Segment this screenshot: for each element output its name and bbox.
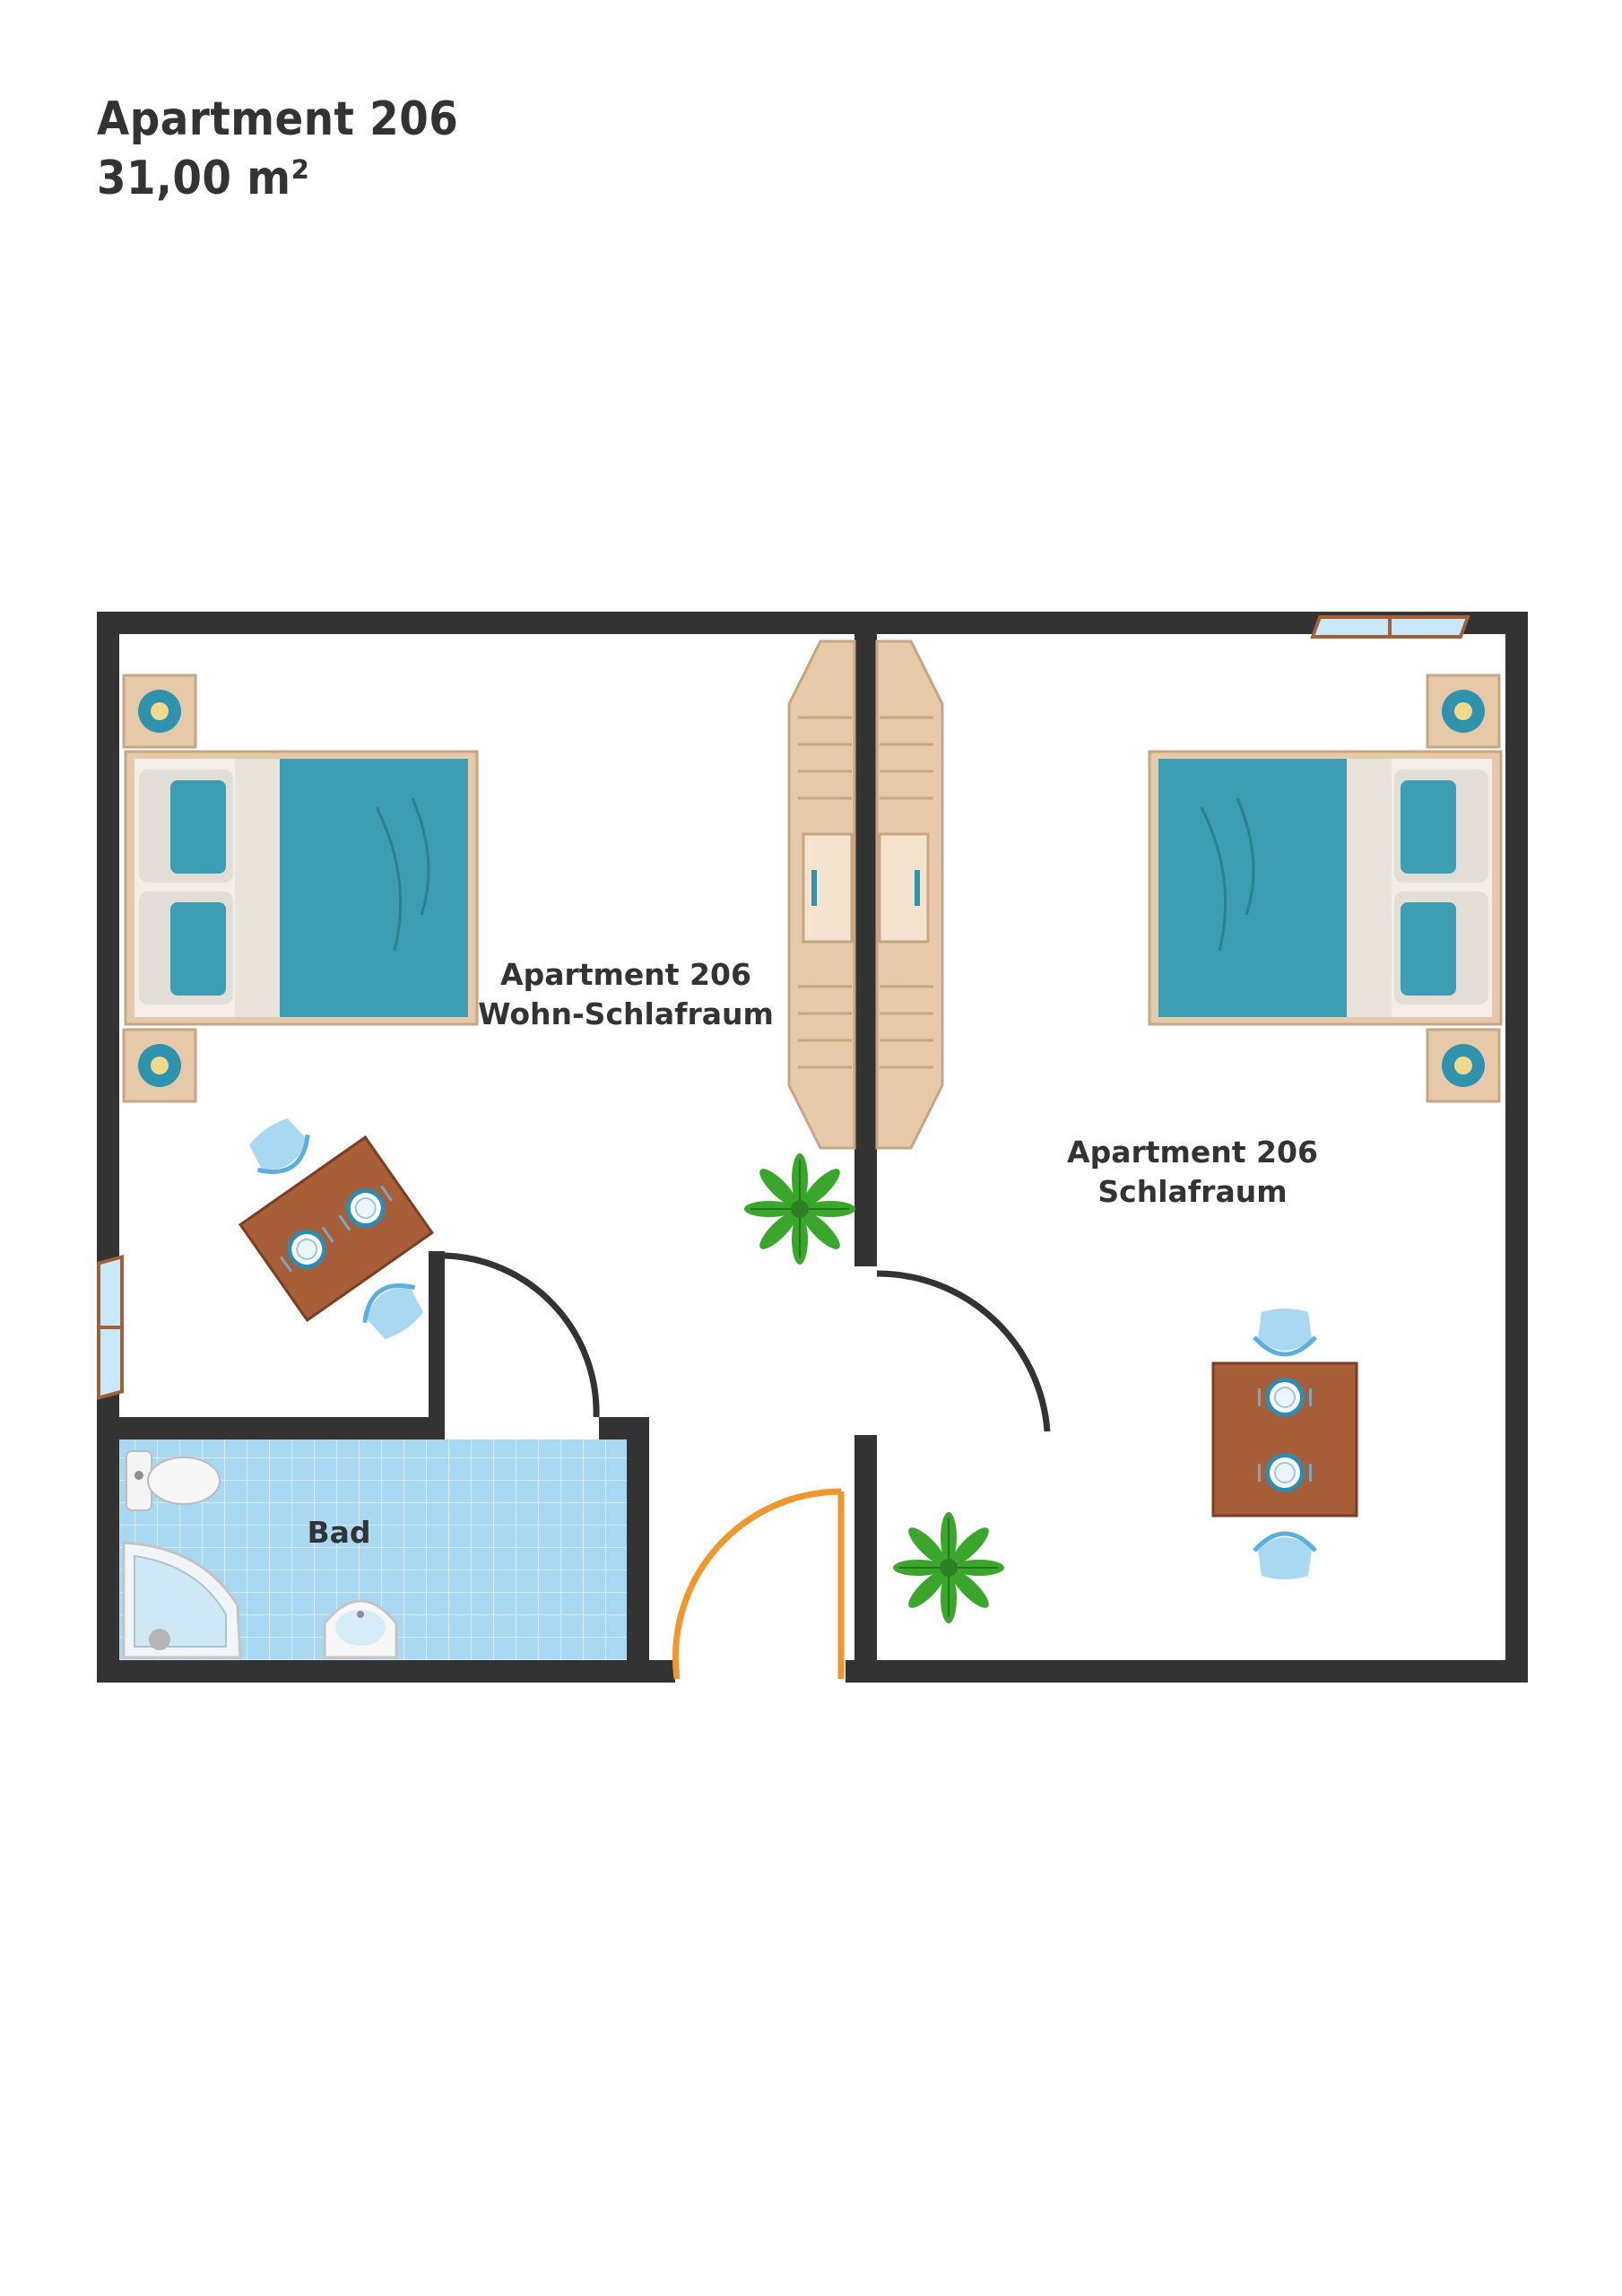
bath-door-swing-icon [444, 1252, 600, 1418]
partition-wall-lower [854, 1435, 877, 1677]
bedroom-label-line2: Schlafraum [1097, 1174, 1287, 1209]
nightstand-icon [122, 1028, 197, 1103]
bathroom-label: Bad [307, 1515, 370, 1550]
bedroom-label-line1: Apartment 206 [1067, 1135, 1318, 1170]
nightstand-icon [1426, 1028, 1501, 1103]
entrance-door-swing-icon [672, 1488, 842, 1680]
plant-icon [892, 1511, 1005, 1624]
dining-table-bedroom-icon [1211, 1309, 1358, 1579]
bath-door-jamb [429, 1251, 445, 1439]
bath-wall-top-left [119, 1417, 433, 1439]
outer-wall-top [97, 612, 1528, 634]
partition-wall-upper [854, 634, 877, 1266]
plant-icon [743, 1152, 856, 1265]
nightstand-icon [1426, 674, 1501, 749]
chair-icon [1254, 1534, 1315, 1579]
chair-icon [1254, 1309, 1315, 1354]
sink-icon [323, 1599, 398, 1659]
apartment-area: 31,00 m² [97, 152, 310, 205]
dining-table-living-icon [239, 1085, 434, 1372]
walls [97, 612, 1528, 1683]
plan-header: Apartment 206 31,00 m² [97, 90, 458, 208]
toilet-icon [126, 1450, 221, 1511]
inner-doorway [859, 1266, 877, 1435]
wardrobe-left-icon [787, 639, 856, 1150]
inner-door-swing-icon [876, 1270, 1051, 1432]
bath-wall-right [627, 1417, 649, 1677]
bed-bedroom-icon [1148, 674, 1503, 1103]
window-top-right-icon [1310, 615, 1470, 639]
bed-living-icon [122, 674, 479, 1103]
nightstand-icon [122, 674, 197, 749]
wardrobe-right-icon [875, 639, 944, 1150]
outer-wall-bottom-left [97, 1660, 675, 1683]
outer-wall-right [1505, 612, 1528, 1683]
shower-icon [122, 1541, 242, 1659]
window-left-icon [97, 1254, 124, 1401]
apartment-title: Apartment 206 [97, 92, 459, 146]
outer-wall-left [97, 612, 119, 1683]
living-room-label-line2: Wohn-Schlafraum [478, 996, 774, 1031]
living-room-label-line1: Apartment 206 [500, 957, 751, 992]
outer-wall-bottom-right [846, 1660, 1528, 1683]
door-swings [444, 1252, 1051, 1680]
